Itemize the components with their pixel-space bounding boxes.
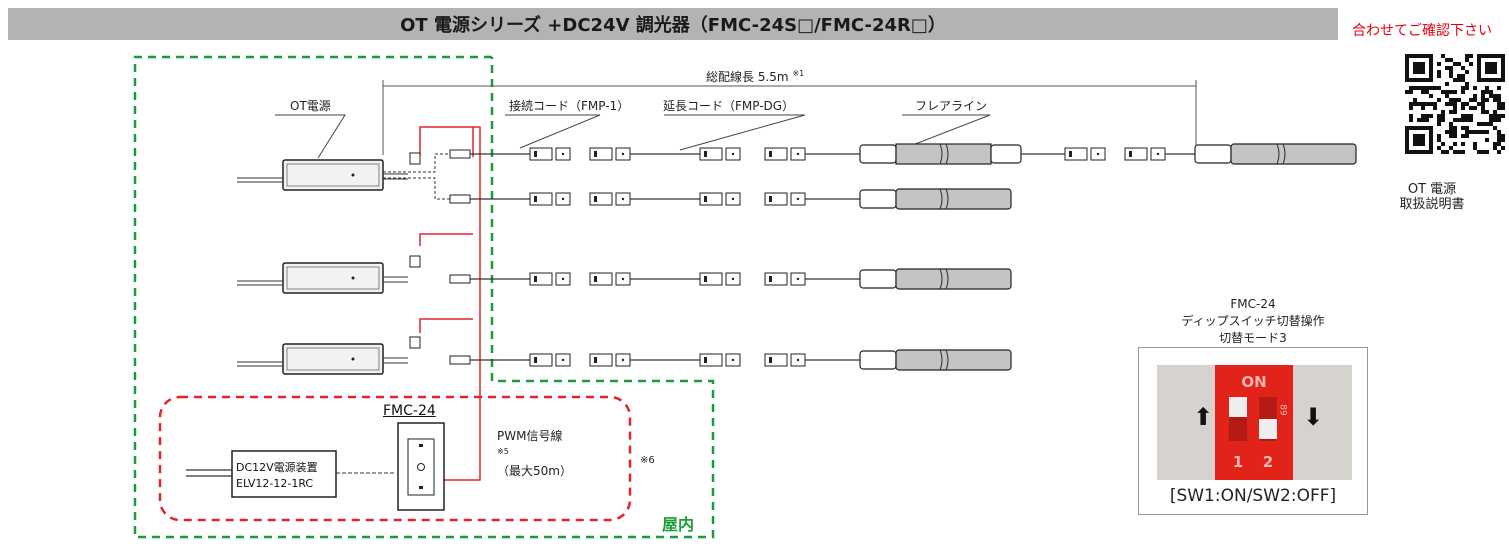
ot-power-supply-3 bbox=[237, 336, 421, 375]
ot-power-supply-1 bbox=[237, 152, 421, 191]
strip-run-1 bbox=[449, 143, 1357, 165]
arrow-up-icon: ⬆ bbox=[1193, 403, 1214, 431]
switch-1-knob bbox=[1229, 397, 1247, 417]
switch-1[interactable] bbox=[1229, 397, 1247, 441]
switch-2-number: 2 bbox=[1262, 453, 1274, 471]
dip-switch-panel: ⬆ ON 89 1 2 ⬇ [SW1:ON/SW2:OFF] bbox=[1138, 347, 1368, 515]
ot-power-supplies bbox=[237, 152, 421, 375]
qr-code bbox=[1405, 54, 1505, 154]
strip-run-4 bbox=[449, 349, 1012, 371]
arrow-down-icon: ⬇ bbox=[1303, 403, 1324, 431]
indoor-boundary bbox=[133, 55, 715, 539]
dc12v-psu-label: DC12V電源装置 ELV12-12-1RC bbox=[236, 461, 318, 490]
switch-status: [SW1:ON/SW2:OFF] bbox=[1169, 486, 1337, 506]
switch-1-number: 1 bbox=[1232, 453, 1244, 471]
fmc-24-controller bbox=[397, 422, 445, 511]
flare-line-label: フレアライン bbox=[915, 99, 988, 113]
ot-power-label: OT電源 bbox=[290, 99, 331, 113]
total-length-dimension bbox=[382, 80, 1197, 155]
indoor-label: 屋内 bbox=[662, 515, 695, 534]
switch-side-digits: 89 bbox=[1277, 404, 1288, 416]
switch-2-knob bbox=[1259, 419, 1277, 439]
ot-power-supply-2 bbox=[237, 255, 421, 294]
dip-switch-photo: ⬆ ON 89 1 2 ⬇ bbox=[1157, 365, 1352, 480]
dc12v-power-supply bbox=[186, 450, 395, 498]
strip-run-2 bbox=[449, 188, 1012, 210]
led-strip-runs bbox=[449, 143, 1357, 371]
extension-cord-label: 延長コード（FMP-DG） bbox=[663, 99, 795, 113]
switch-2[interactable] bbox=[1259, 397, 1277, 441]
controller-boundary bbox=[158, 395, 632, 522]
fmc-24-label: FMC-24 bbox=[383, 403, 436, 419]
switch-on-label: ON bbox=[1241, 373, 1267, 391]
dip-switch-body: ON 89 1 2 bbox=[1215, 365, 1293, 480]
connection-cord-label: 接続コード（FMP-1） bbox=[509, 99, 630, 113]
total-length-label: 総配線長 5.5m ※1 bbox=[706, 69, 805, 84]
leader-lines bbox=[275, 114, 991, 159]
page-title: OT 電源シリーズ +DC24V 調光器（FMC-24S□/FMC-24R□） bbox=[400, 15, 946, 36]
pwm-signal-label: PWM信号線※5 （最大50m） bbox=[497, 429, 572, 478]
page-title-bar: OT 電源シリーズ +DC24V 調光器（FMC-24S□/FMC-24R□） bbox=[8, 8, 1338, 40]
note-6: ※6 bbox=[640, 455, 655, 466]
switch-caption: FMC-24 ディップスイッチ切替操作 切替モード3 bbox=[1181, 297, 1325, 345]
qr-caption: OT 電源 取扱説明書 bbox=[1399, 182, 1465, 212]
pwm-signal-wiring bbox=[419, 126, 481, 481]
notice-text: 合わせてご確認下さい bbox=[1352, 23, 1492, 39]
strip-run-3 bbox=[449, 268, 1012, 290]
